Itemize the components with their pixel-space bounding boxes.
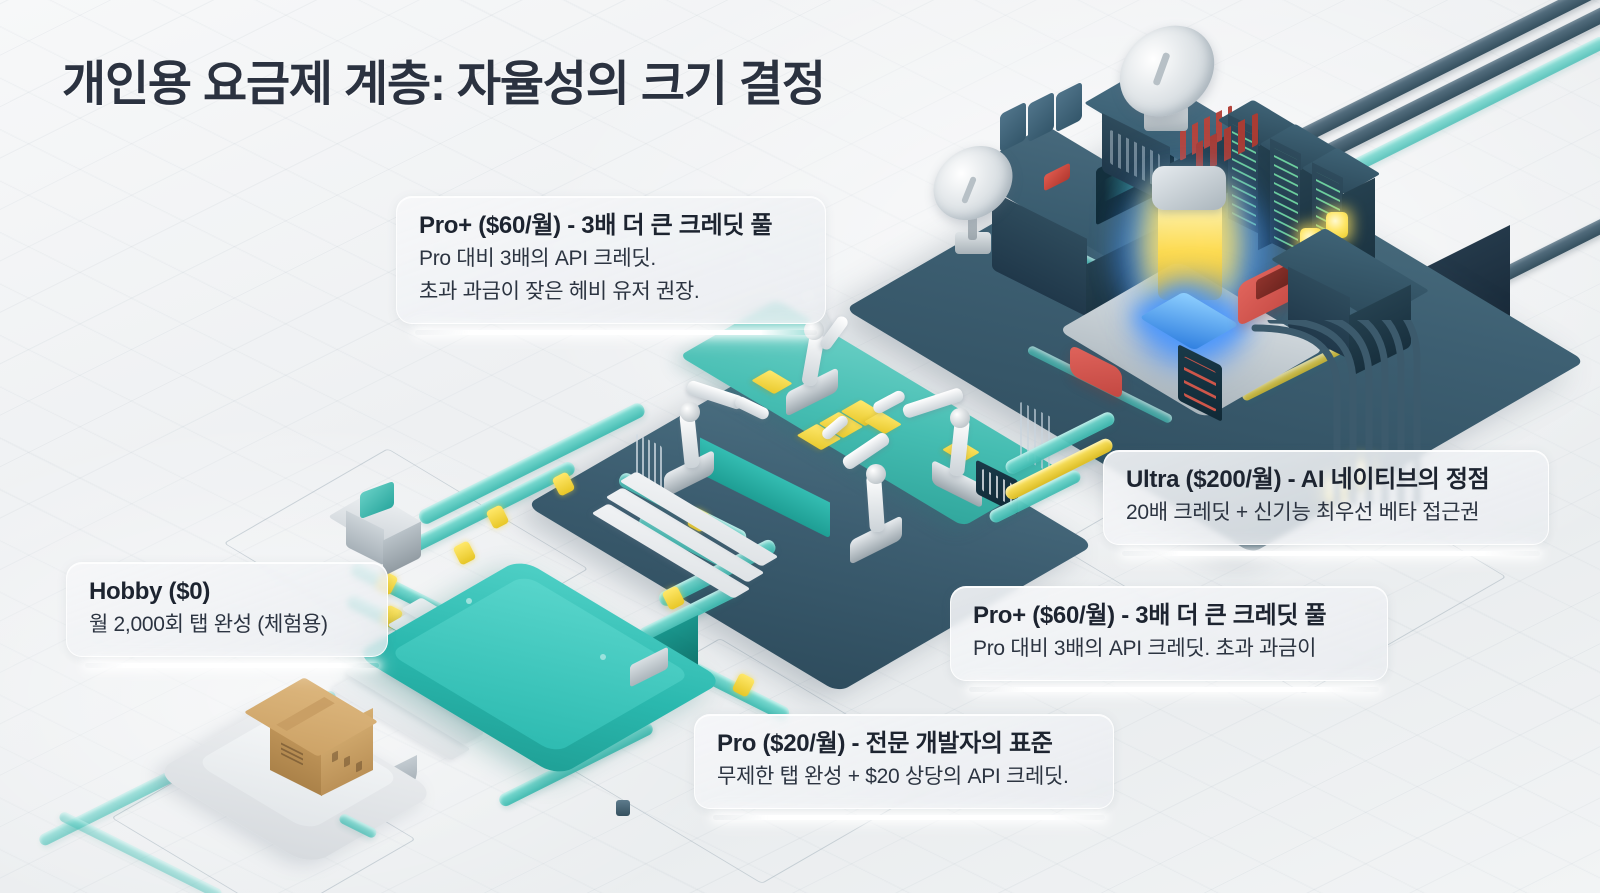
callout-title: Pro+ ($60/월) - 3배 더 큰 크레딧 풀 xyxy=(973,602,1327,629)
callout-title: Hobby ($0) xyxy=(89,578,211,605)
callout-pro[interactable]: Pro ($20/월) - 전문 개발자의 표준 무제한 탭 완성 + $20 … xyxy=(694,714,1114,820)
callout-subtitle-line-1: 20배 크레딧 + 신기능 최우선 베타 접근권 xyxy=(1126,501,1480,524)
callout-title: Pro+ ($60/월) - 3배 더 큰 크레딧 풀 xyxy=(419,212,773,239)
callout-title: Pro ($20/월) - 전문 개발자의 표준 xyxy=(717,730,1053,757)
pipe-endpoint-node xyxy=(616,800,630,816)
callout-underline-glow xyxy=(969,686,1379,692)
satellite-dish-small-stem xyxy=(968,200,977,240)
console-fin-3 xyxy=(1056,81,1082,133)
callout-hobby[interactable]: Hobby ($0) 월 2,000회 탭 완성 (체험용) xyxy=(66,562,388,668)
callout-underline-glow xyxy=(1122,550,1540,556)
callout-underline-glow xyxy=(713,814,1105,820)
robotic-arm-left-joint xyxy=(680,402,700,422)
callout-underline-glow xyxy=(85,662,379,668)
server-rack-2-leds xyxy=(1274,147,1298,251)
callout-title: Ultra ($200/월) - AI 네이티브의 정점 xyxy=(1126,466,1490,493)
callout-pro-plus-top[interactable]: Pro+ ($60/월) - 3배 더 큰 크레딧 풀 Pro 대비 3배의 A… xyxy=(396,196,826,335)
page-title: 개인용 요금제 계층: 자율성의 크기 결정 xyxy=(62,58,826,111)
callout-subtitle-line-1: Pro 대비 3배의 API 크레딧. 초과 과금이 xyxy=(973,637,1317,660)
core-cap xyxy=(1152,166,1226,210)
robotic-arm-front-joint xyxy=(866,464,886,484)
callout-underline-glow xyxy=(415,329,817,335)
teal-container-bolt-2 xyxy=(600,654,606,660)
callout-subtitle-line-1: 무제한 탭 완성 + $20 상당의 API 크레딧. xyxy=(717,765,1069,788)
callout-subtitle-line-2: 초과 과금이 잦은 헤비 유저 권장. xyxy=(419,279,700,303)
callout-pro-plus-right[interactable]: Pro+ ($60/월) - 3배 더 큰 크레딧 풀 Pro 대비 3배의 A… xyxy=(950,586,1388,692)
callout-ultra[interactable]: Ultra ($200/월) - AI 네이티브의 정점 20배 크레딧 + 신… xyxy=(1103,450,1549,556)
satellite-dish-small-base xyxy=(955,232,991,254)
teal-container-bolt-1 xyxy=(466,598,472,604)
callout-subtitle-line-1: 월 2,000회 탭 완성 (체험용) xyxy=(89,613,328,636)
callout-subtitle-line-1: Pro 대비 3배의 API 크레딧. xyxy=(419,247,656,270)
robotic-arm-right-joint xyxy=(950,408,970,428)
